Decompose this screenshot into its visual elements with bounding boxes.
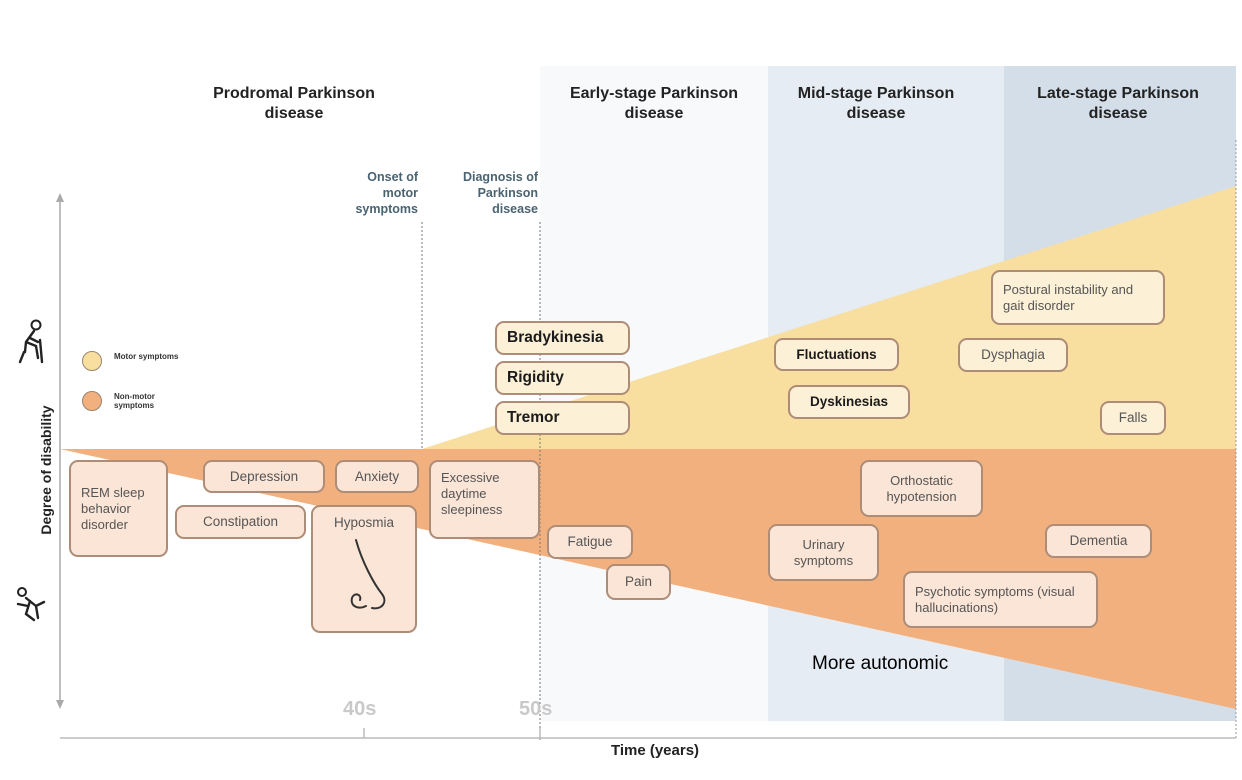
onset-marker-label: Onset of motor symptoms bbox=[355, 170, 418, 216]
nonmotor-legend-label: Non-motor symptoms bbox=[114, 392, 155, 410]
urinary-symptoms-box: Urinary symptoms bbox=[768, 524, 879, 581]
elderly-person-icon bbox=[18, 319, 44, 364]
tick-label-50s: 50s bbox=[519, 698, 553, 720]
daytime-sleepiness-box: Excessive daytime sleepiness bbox=[429, 460, 540, 539]
motor-legend-label: Motor symptoms bbox=[114, 352, 179, 361]
motor-legend-swatch bbox=[82, 351, 102, 371]
stage-title-early: Early-stage Parkinson disease bbox=[569, 85, 739, 122]
dementia-box: Dementia bbox=[1045, 524, 1152, 558]
diagnosis-marker-label: Diagnosis of Parkinson disease bbox=[462, 170, 538, 216]
stage-title-mid: Mid-stage Parkinson disease bbox=[797, 85, 955, 122]
rem-sleep-box: REM sleep behavior disorder bbox=[69, 460, 168, 557]
y-axis-label: Degree of disability bbox=[38, 405, 54, 535]
pain-box: Pain bbox=[606, 564, 671, 600]
rigidity-box: Rigidity bbox=[495, 361, 630, 395]
bradykinesia-box: Bradykinesia bbox=[495, 321, 630, 355]
depression-box: Depression bbox=[203, 460, 325, 493]
falling-person-icon bbox=[16, 587, 46, 622]
falls-box: Falls bbox=[1100, 401, 1166, 435]
nonmotor-legend-swatch bbox=[82, 391, 102, 411]
constipation-box: Constipation bbox=[175, 505, 306, 539]
tremor-box: Tremor bbox=[495, 401, 630, 435]
fluctuations-box: Fluctuations bbox=[774, 338, 899, 371]
orthostatic-hypotension-box: Orthostatic hypotension bbox=[860, 460, 983, 517]
y-axis-arrow-top bbox=[56, 193, 64, 202]
hyposmia-label: Hyposmia bbox=[333, 515, 395, 530]
dyskinesias-box: Dyskinesias bbox=[788, 385, 910, 419]
tick-label-40s: 40s bbox=[343, 698, 377, 720]
y-axis-arrow-bottom bbox=[56, 700, 64, 709]
dysphagia-box: Dysphagia bbox=[958, 338, 1068, 372]
stage-title-late: Late-stage Parkinson disease bbox=[1037, 85, 1199, 122]
stage-title-prodromal: Prodromal Parkinson disease bbox=[213, 85, 375, 122]
fatigue-box: Fatigue bbox=[547, 525, 633, 559]
anxiety-box: Anxiety bbox=[335, 460, 419, 493]
psychotic-symptoms-box: Psychotic symptoms (visual hallucination… bbox=[903, 571, 1098, 628]
x-axis-label: Time (years) bbox=[610, 742, 700, 759]
postural-instability-box: Postural instability and gait disorder bbox=[991, 270, 1165, 325]
more-autonomic-note: More autonomic bbox=[812, 653, 949, 674]
nose-icon bbox=[350, 539, 386, 610]
hyposmia-box: Hyposmia bbox=[311, 505, 417, 633]
